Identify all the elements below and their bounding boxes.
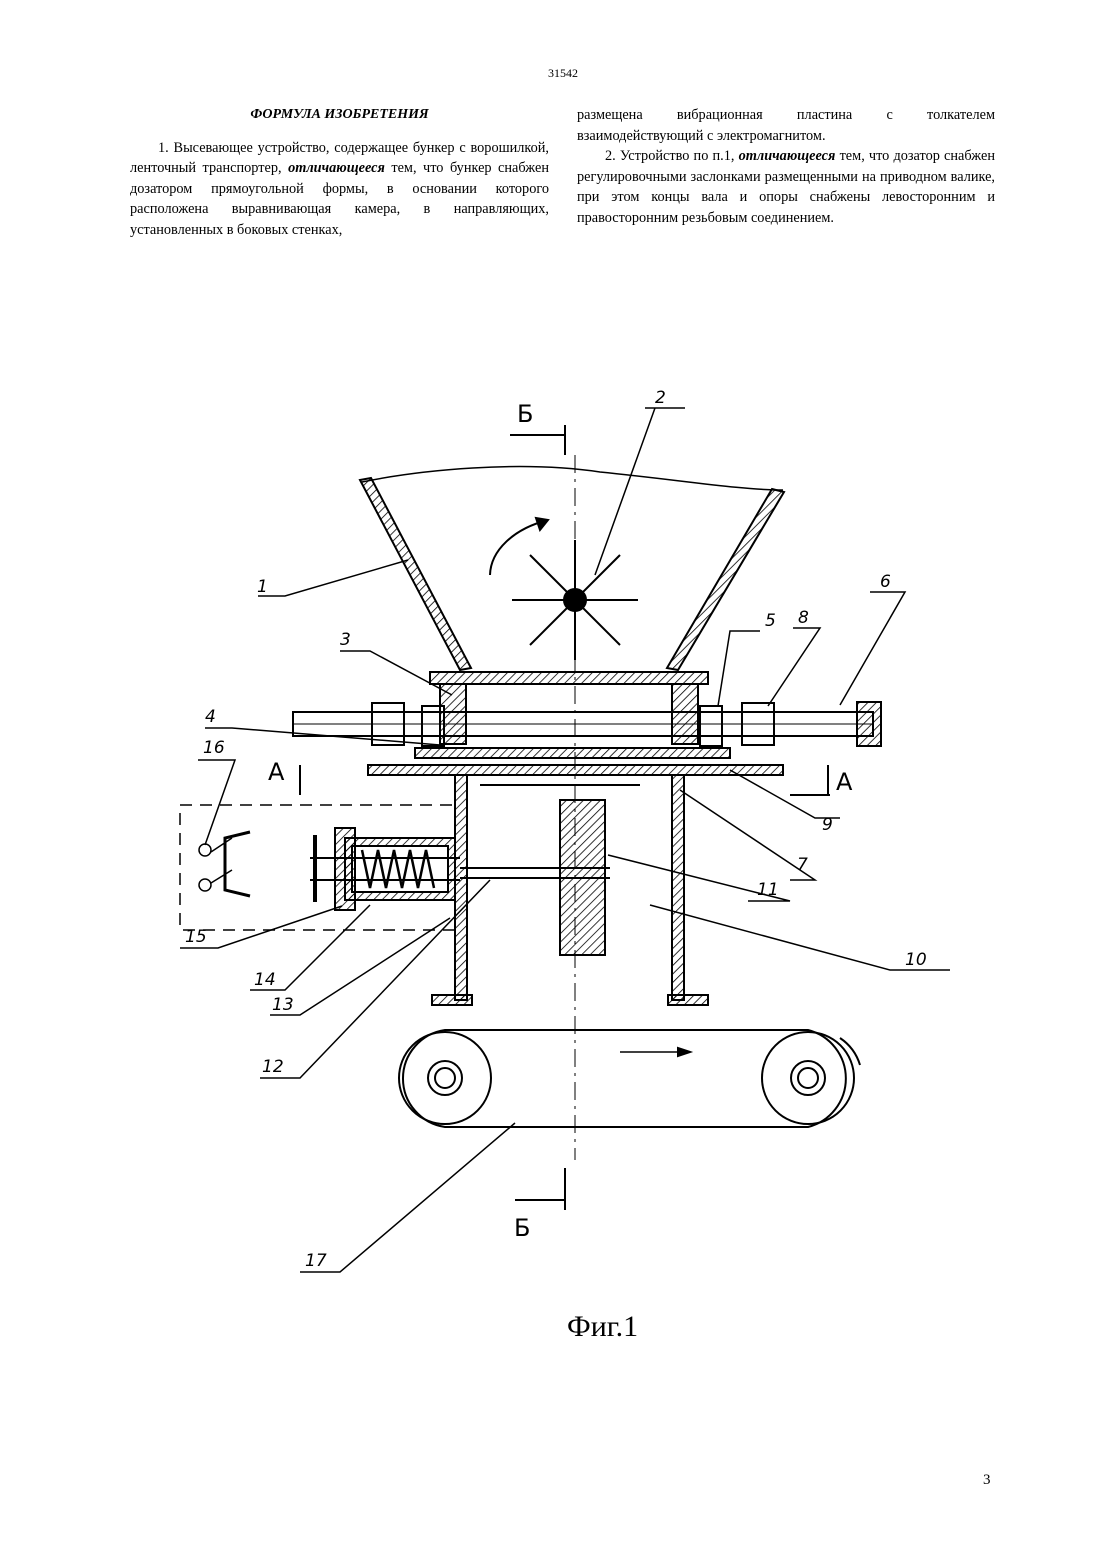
hopper <box>360 467 784 670</box>
figure-caption: Фиг.1 <box>567 1310 638 1344</box>
callout-17: 17 <box>305 1251 327 1271</box>
callout-16: 16 <box>203 738 225 758</box>
callout-9: 9 <box>822 815 833 835</box>
callout-7: 7 <box>797 855 808 875</box>
callout-1: 1 <box>257 577 268 597</box>
page-number: 3 <box>983 1472 991 1489</box>
callout-13: 13 <box>272 995 294 1015</box>
callout-11: 11 <box>757 880 779 900</box>
callout-2: 2 <box>655 388 666 408</box>
section-a-left: А <box>268 758 285 786</box>
callout-3: 3 <box>340 630 351 650</box>
belt-conveyor <box>399 1030 860 1127</box>
agitator <box>490 518 638 660</box>
callout-8: 8 <box>798 608 809 628</box>
callout-5: 5 <box>765 611 776 631</box>
callout-10: 10 <box>905 950 927 970</box>
callout-15: 15 <box>185 927 207 947</box>
callout-6: 6 <box>880 572 891 592</box>
doser-assembly <box>293 672 881 785</box>
section-b-top: Б <box>517 400 533 428</box>
callout-14: 14 <box>254 970 276 990</box>
vibration-chamber <box>432 775 708 1005</box>
callout-4: 4 <box>205 707 216 727</box>
electromagnet <box>310 828 460 910</box>
callout-12: 12 <box>262 1057 284 1077</box>
section-a-right: А <box>836 768 853 796</box>
section-b-bottom: Б <box>514 1214 530 1242</box>
